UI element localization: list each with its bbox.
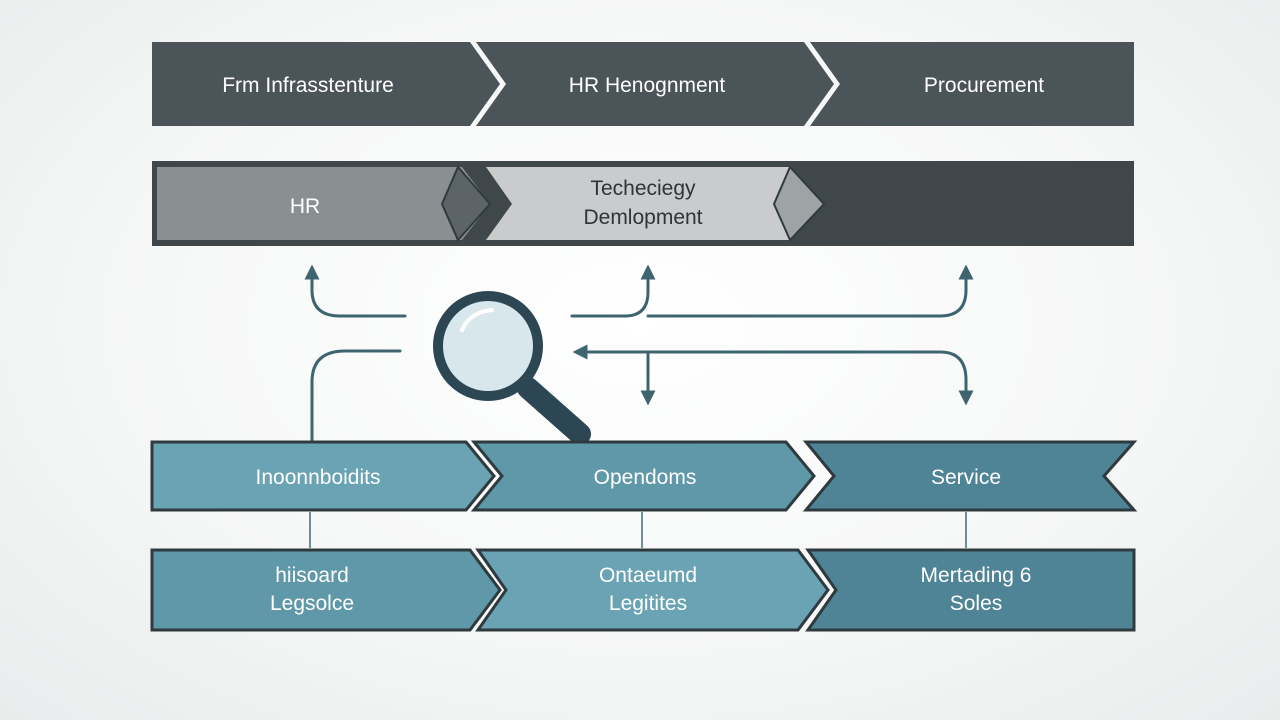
connector-left-down bbox=[310, 349, 402, 442]
segment-operations bbox=[470, 440, 816, 512]
label-inbound-logistics: Inoonnboidits bbox=[256, 466, 381, 489]
primary-row: Inoonnboidits Opendoms Service bbox=[150, 440, 1138, 512]
magnifying-glass-icon bbox=[433, 291, 591, 445]
connector-center-up bbox=[570, 264, 656, 318]
label-hr-management: HR Henognment bbox=[569, 74, 726, 97]
connector-left-up bbox=[304, 264, 407, 318]
label-service: Service bbox=[931, 466, 1001, 489]
connector-right-down bbox=[572, 344, 974, 406]
segment-procurement bbox=[810, 42, 1134, 126]
segment-outbound-logistics bbox=[475, 548, 830, 632]
segment-service bbox=[802, 440, 1138, 512]
hr-diamond-icon bbox=[440, 165, 492, 242]
label-marketing-sales-line2: Soles bbox=[950, 592, 1003, 615]
segment-technology-development bbox=[486, 167, 820, 240]
segment-hr-management bbox=[476, 42, 834, 126]
label-technology-development-line2: Demlopment bbox=[583, 206, 702, 229]
segment-inbound-logistics bbox=[150, 440, 496, 512]
segment-hr bbox=[157, 167, 490, 240]
secondary-row: hiisoard Legsolce Ontaeumd Legitites Mer… bbox=[150, 548, 1136, 632]
connector-right-up bbox=[646, 264, 974, 318]
label-inbound-legsolce-line2: Legsolce bbox=[270, 592, 354, 615]
label-outbound-logistics-line1: Ontaeumd bbox=[599, 564, 697, 587]
connector-arrows bbox=[304, 264, 974, 442]
label-inbound-legsolce-line1: hiisoard bbox=[275, 564, 349, 587]
label-operations: Opendoms bbox=[594, 466, 697, 489]
segment-inbound-legsolce bbox=[150, 548, 502, 632]
infrastructure-row: Frm Infrasstenture HR Henognment Procure… bbox=[152, 42, 1134, 126]
label-firm-infrastructure: Frm Infrasstenture bbox=[222, 74, 394, 97]
segment-marketing-sales bbox=[805, 548, 1136, 632]
label-hr: HR bbox=[290, 195, 320, 218]
row-links bbox=[309, 512, 967, 548]
label-technology-development-line1: Techeciegy bbox=[590, 177, 696, 200]
label-outbound-logistics-line2: Legitites bbox=[609, 592, 687, 615]
label-marketing-sales-line1: Mertading 6 bbox=[921, 564, 1032, 587]
segment-firm-infrastructure bbox=[152, 42, 500, 126]
label-procurement: Procurement bbox=[924, 74, 1044, 97]
technology-diamond-icon bbox=[772, 165, 826, 242]
support-row: HR Techeciegy Demlopment bbox=[152, 161, 1134, 246]
